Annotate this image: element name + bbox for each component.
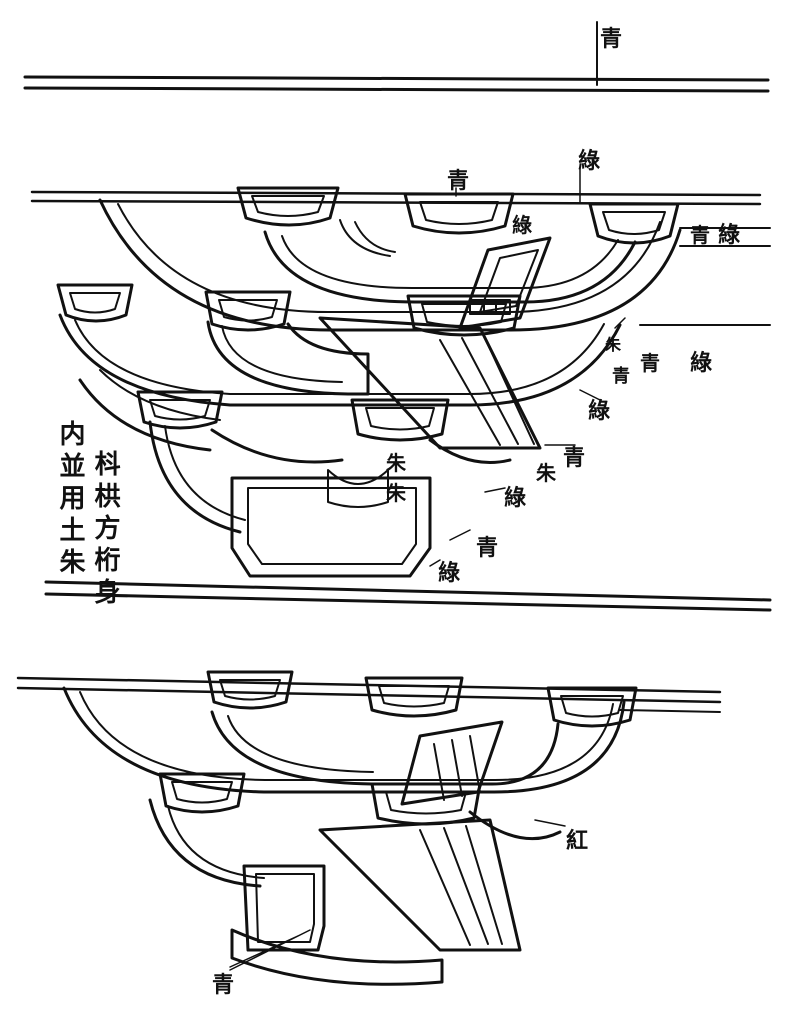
lower-dou-top-3 (546, 686, 638, 728)
label-upper-red-center-a: 朱 (386, 451, 407, 475)
dou-block-top-1 (236, 186, 340, 227)
dou-block-mid-1 (56, 283, 134, 323)
label-lower-blue: 青 (212, 972, 234, 998)
note-line-1: 枓栱方桁身 (90, 450, 120, 610)
colour-labels: 青 青 綠 青 綠 綠 青 朱 綠 青 綠 青 朱 綠 青 綠 朱 朱 紅 青 (212, 26, 741, 998)
upper-bracket-set (30, 167, 771, 578)
lower-dou-top-1 (206, 670, 294, 710)
lower-dou-top-2 (364, 676, 464, 718)
dou-block-top-3 (588, 202, 680, 245)
label-upper-red-center-b: 朱 (386, 481, 407, 505)
label-upper-red-right: 朱 (536, 461, 557, 485)
label-lower-red: 紅 (566, 828, 588, 854)
lower-lu-dou-base (230, 864, 444, 986)
dou-block-top-2 (403, 192, 515, 235)
lower-ang-cantilever (318, 720, 522, 952)
label-upper-green-mid: 綠 (512, 213, 533, 237)
label-upper-green-bottom-right: 綠 (588, 398, 611, 424)
dou-block-mid-2 (204, 290, 292, 332)
lower-dou-mid-2 (370, 782, 482, 826)
label-upper-green-bottom: 綠 (504, 485, 527, 511)
dou-block-low-1 (136, 390, 224, 430)
label-upper-green-top: 綠 (578, 148, 601, 174)
label-upper-blue-low: 青 (612, 366, 630, 387)
dou-block-low-2 (350, 398, 450, 442)
label-upper-green-base: 綠 (438, 560, 461, 586)
label-upper-blue-mid: 青 (640, 351, 660, 375)
label-upper-green-right: 綠 (718, 222, 741, 248)
note-line-2: 内並用土朱 (55, 420, 85, 580)
lower-bracket-set (16, 670, 722, 986)
label-upper-blue-bottom: 青 (563, 445, 585, 471)
label-upper-blue-cap: 青 (447, 168, 469, 194)
top-beam (23, 21, 770, 93)
label-upper-green-low: 綠 (690, 350, 713, 376)
label-upper-blue-base: 青 (476, 535, 498, 561)
upper-ang-cantilever (318, 236, 552, 450)
annotation-note: 枓栱方桁身 内並用土朱 (55, 420, 120, 610)
label-upper-red-small: 朱 (605, 335, 622, 354)
label-top-rule: 青 (600, 26, 622, 52)
mid-beam (44, 580, 772, 612)
lu-dou-base-block (230, 469, 432, 578)
label-upper-blue-right: 青 (690, 223, 710, 247)
